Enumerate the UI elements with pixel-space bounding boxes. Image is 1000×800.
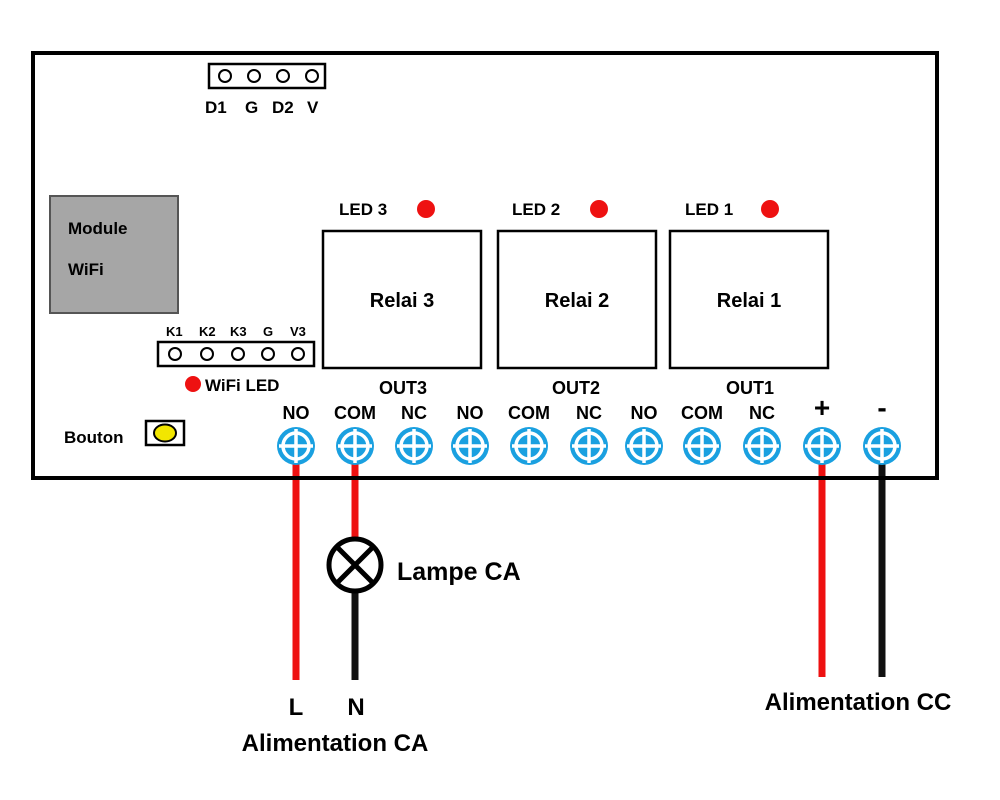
header-pin-label: V [307, 98, 319, 117]
wifi-led-indicator [185, 376, 201, 392]
relay-led-indicator [590, 200, 608, 218]
screw-terminal[interactable] [451, 427, 489, 465]
relay-output-label: OUT3 [379, 378, 427, 398]
wifi-module: Module WiFi [49, 195, 179, 314]
terminal-label: - [877, 392, 886, 423]
terminal-label: NO [631, 403, 658, 423]
relay-body [496, 229, 658, 370]
input-pin-label: G [263, 324, 273, 339]
screw-terminal[interactable] [336, 427, 374, 465]
input-pin [231, 347, 245, 361]
lamp-icon [326, 536, 384, 594]
lamp-label: Lampe CA [397, 558, 521, 586]
screw-terminal[interactable] [625, 427, 663, 465]
wifi-module-label: Module [68, 219, 128, 238]
header-connector: D1 G D2 V [205, 62, 327, 117]
header-pin [276, 69, 290, 83]
wires [292, 446, 886, 680]
screw-terminal[interactable] [683, 427, 721, 465]
wifi-module-label: WiFi [68, 260, 104, 279]
header-pin-label: G [245, 98, 258, 117]
relay-2: LED 2 Relai 2 OUT2 [496, 200, 658, 398]
terminal-label: COM [508, 403, 550, 423]
terminal-block: NO COM NC NO COM NC NO COM NC + - [277, 392, 901, 465]
input-pin-label: K3 [230, 324, 247, 339]
input-pin-label: V3 [290, 324, 306, 339]
controller-board [31, 51, 939, 480]
input-pin-label: K1 [166, 324, 183, 339]
relay-output-label: OUT1 [726, 378, 774, 398]
screw-terminal[interactable] [803, 427, 841, 465]
screw-terminal[interactable] [863, 427, 901, 465]
header-pin-label: D1 [205, 98, 227, 117]
lamp-cross [335, 545, 375, 585]
relay-label: Relai 2 [545, 290, 609, 312]
input-pin [291, 347, 305, 361]
input-pin [261, 347, 275, 361]
terminal-label: NO [457, 403, 484, 423]
wifi-module-body [49, 195, 179, 314]
input-connector: K1 K2 K3 G V3 [156, 324, 316, 368]
input-pin-label: K2 [199, 324, 216, 339]
header-pin [218, 69, 232, 83]
terminal-label: COM [681, 403, 723, 423]
ac-supply-label: Alimentation CA [242, 730, 429, 757]
terminal-label: COM [334, 403, 376, 423]
wifi-led-label: WiFi LED [205, 376, 279, 395]
push-button[interactable] [153, 423, 177, 443]
relay-led-label: LED 1 [685, 200, 733, 219]
relay-label: Relai 1 [717, 290, 781, 312]
button-label: Bouton [64, 428, 123, 447]
header-pin-label: D2 [272, 98, 294, 117]
relay-led-label: LED 2 [512, 200, 560, 219]
relay-led-indicator [417, 200, 435, 218]
relay-led-label: LED 3 [339, 200, 387, 219]
header-pin [305, 69, 319, 83]
relay-label: Relai 3 [370, 290, 434, 312]
relay-output-label: OUT2 [552, 378, 600, 398]
relay-body [668, 229, 830, 370]
terminal-label: NC [749, 403, 775, 423]
relay-1: LED 1 Relai 1 OUT1 [668, 200, 830, 398]
relay-body [321, 229, 483, 370]
relay-3: LED 3 Relai 3 OUT3 [321, 200, 483, 398]
header-pin [247, 69, 261, 83]
neutral-label: N [347, 694, 364, 721]
input-pin [200, 347, 214, 361]
screw-terminal[interactable] [570, 427, 608, 465]
screw-terminal[interactable] [510, 427, 548, 465]
screw-terminal[interactable] [277, 427, 315, 465]
live-label: L [289, 694, 304, 721]
screw-terminal[interactable] [743, 427, 781, 465]
terminal-label: + [814, 392, 830, 423]
terminal-label: NC [401, 403, 427, 423]
dc-supply-label: Alimentation CC [765, 689, 952, 716]
input-pin [168, 347, 182, 361]
terminal-label: NO [283, 403, 310, 423]
screw-terminal[interactable] [395, 427, 433, 465]
relay-led-indicator [761, 200, 779, 218]
terminal-label: NC [576, 403, 602, 423]
